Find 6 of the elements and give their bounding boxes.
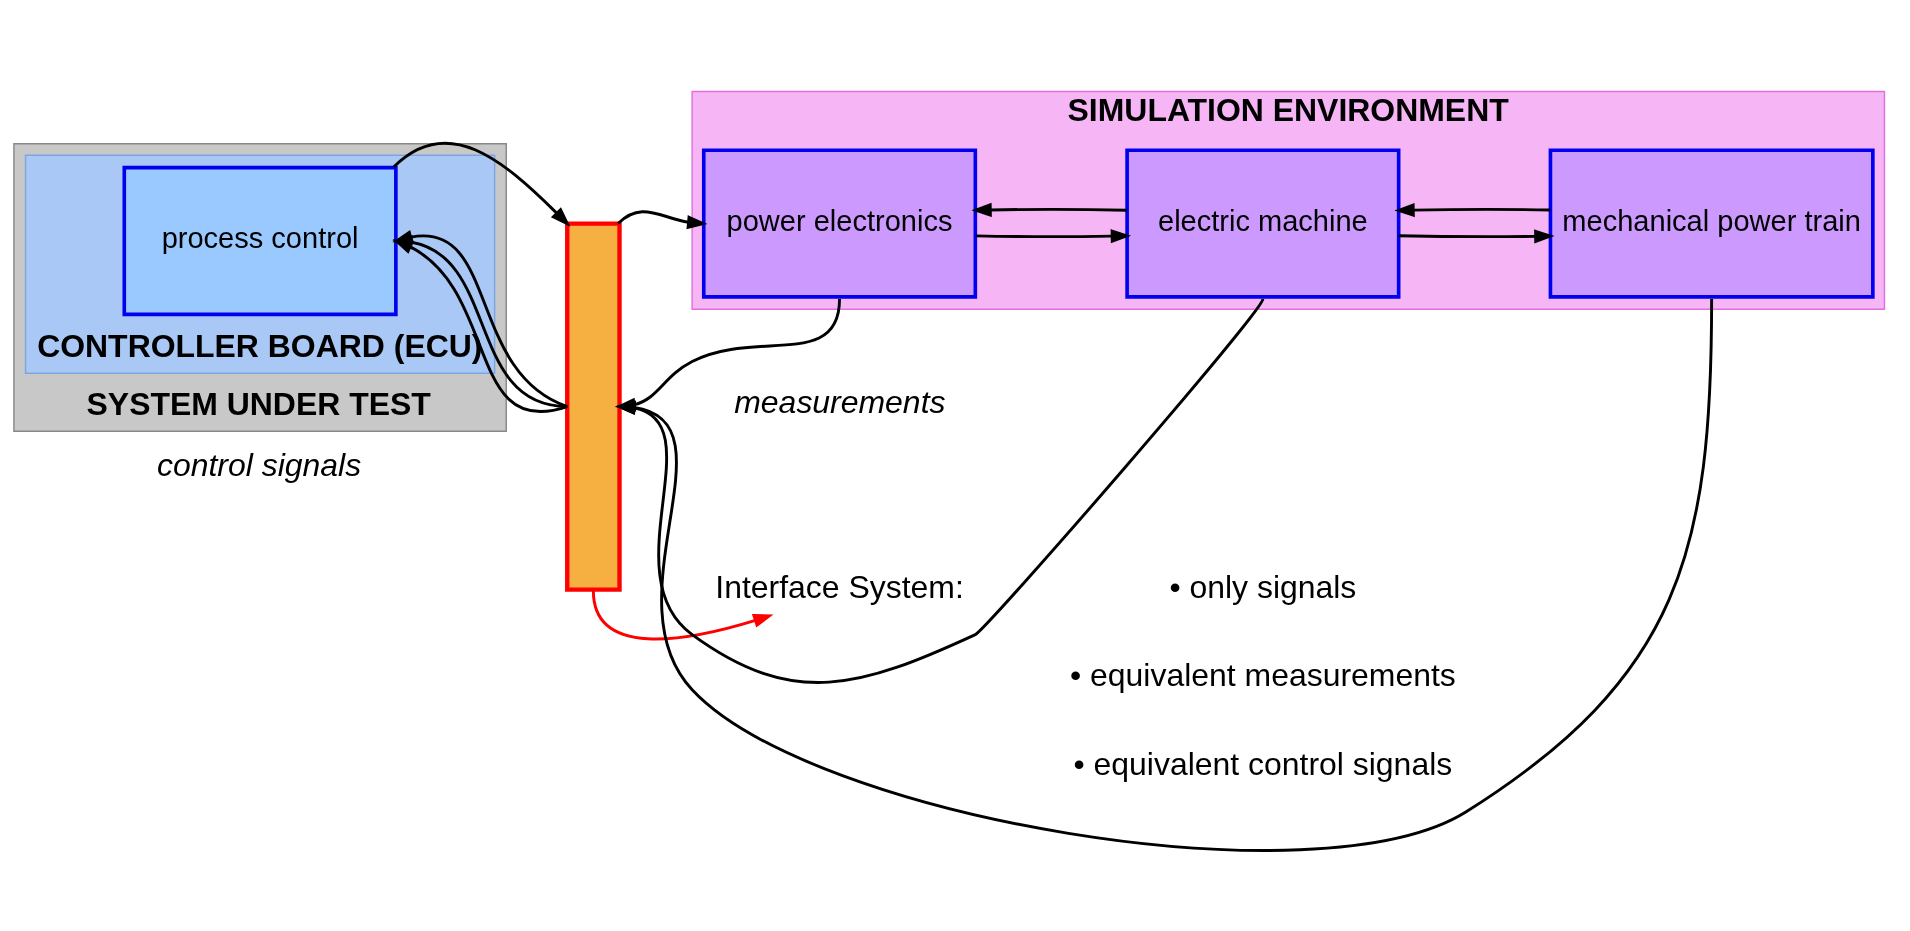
label: control signals — [156, 446, 362, 483]
node-text: Interface System: — [715, 568, 964, 605]
label: • only signals — [1169, 568, 1357, 605]
label: • equivalent control signals — [1073, 745, 1453, 782]
label: measurements — [734, 384, 946, 421]
label: • equivalent measurements — [1070, 657, 1456, 694]
